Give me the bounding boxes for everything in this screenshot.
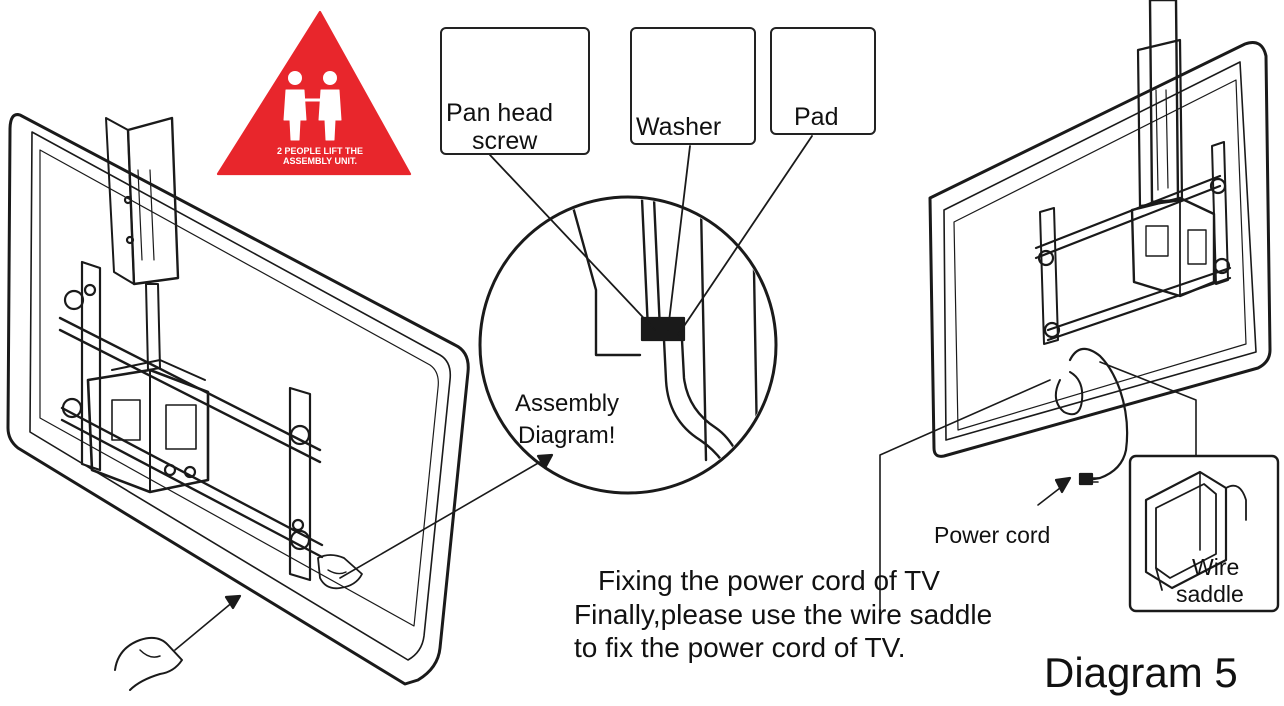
instruction-heading: Fixing the power cord of TV — [598, 565, 940, 596]
diagram-number-label: Diagram 5 — [1044, 649, 1238, 696]
pan-head-screw-callout: Pan head screw — [440, 27, 590, 155]
assembly-label-line-1: Assembly — [515, 390, 620, 417]
wire-label: Wire — [1192, 554, 1240, 580]
instruction-line-1: Finally,please use the wire saddle — [574, 599, 993, 630]
saddle-label: saddle — [1176, 581, 1244, 607]
instruction-line-2: to fix the power cord of TV. — [574, 632, 906, 663]
warning-text: 2 PEOPLE LIFT THE ASSEMBLY UNIT. — [245, 146, 395, 167]
wire-saddle-detail-icon — [1128, 454, 1280, 613]
left-tv-rear — [6, 113, 470, 691]
washer-label: Washer — [636, 113, 722, 141]
power-cord-label: Power cord — [934, 522, 1051, 548]
washer-callout: Washer — [630, 27, 756, 145]
pad-label: Pad — [794, 103, 839, 131]
two-people-lift-warning-icon — [216, 10, 412, 176]
assembly-label-line-2: Diagram! — [518, 422, 616, 449]
screw-label: screw — [472, 127, 538, 155]
warning-line-1: 2 PEOPLE LIFT THE — [276, 146, 363, 156]
pan-head-label: Pan head — [446, 99, 554, 127]
warning-line-2: ASSEMBLY UNIT. — [282, 156, 358, 167]
magnified-detail-circle — [339, 135, 813, 579]
pad-callout: Pad — [770, 27, 876, 135]
right-tv-rear — [879, 0, 1272, 621]
